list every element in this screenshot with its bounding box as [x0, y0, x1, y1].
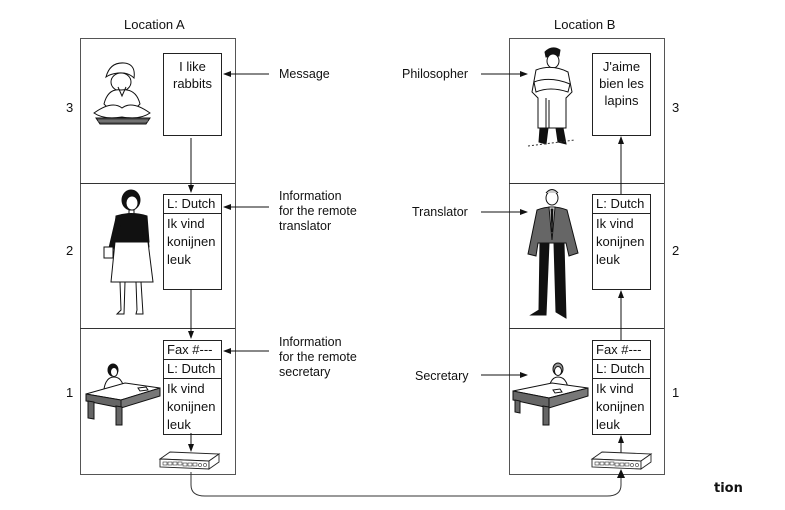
layer-number-a-3: 3	[66, 100, 74, 115]
translator-a-figure	[103, 189, 154, 315]
message-line: Ik vind	[167, 216, 205, 231]
annotation-line: secretary	[279, 365, 331, 379]
message-box-b-2: L: Dutch Ik vind konijnen leuk	[592, 194, 651, 290]
language-header: L: Dutch	[164, 195, 221, 214]
annotation-line: for the remote	[279, 204, 357, 218]
annotation-line: for the remote	[279, 350, 357, 364]
location-b-divider-2-1	[509, 328, 664, 329]
annotation-line: translator	[279, 219, 332, 233]
message-box-a-3: I like rabbits	[163, 53, 222, 136]
location-a-divider-2-1	[80, 328, 235, 329]
message-line: I like	[179, 59, 206, 74]
message-line: Ik vind	[596, 216, 634, 231]
annotation-secretary: Secretary	[415, 369, 469, 383]
philosopher-a-figure	[93, 62, 151, 125]
message-line: konijnen	[167, 399, 216, 414]
location-a-title: Location A	[124, 17, 185, 32]
message-line: Ik vind	[167, 381, 205, 396]
secretary-b-figure	[512, 362, 589, 426]
message-line: konijnen	[167, 234, 216, 249]
annotation-translator: Translator	[412, 205, 468, 219]
message-box-b-3: J'aime bien les lapins	[592, 53, 651, 136]
annotation-info-translator: Information for the remote translator	[279, 189, 357, 234]
transmission-line	[190, 472, 622, 497]
transmission-arrowhead	[617, 469, 625, 478]
language-header: L: Dutch	[164, 360, 221, 379]
message-line: bien les	[599, 76, 644, 91]
message-line: Ik vind	[596, 381, 634, 396]
fax-machine-icon-b	[590, 451, 653, 470]
message-line: J'aime	[602, 59, 641, 74]
annotation-line: Information	[279, 335, 342, 349]
message-line: leuk	[167, 252, 191, 267]
message-line: lapins	[604, 93, 639, 108]
message-line: konijnen	[596, 234, 645, 249]
language-header: L: Dutch	[593, 195, 650, 214]
message-box-b-1: Fax #--- L: Dutch Ik vind konijnen leuk	[592, 340, 651, 435]
message-line: leuk	[596, 417, 620, 432]
translator-b-figure	[527, 189, 579, 319]
annotation-info-secretary: Information for the remote secretary	[279, 335, 357, 380]
fax-header: Fax #---	[164, 341, 221, 360]
message-line: leuk	[167, 417, 191, 432]
fax-machine-icon-a	[158, 451, 221, 470]
philosopher-b-figure	[527, 47, 576, 147]
secretary-a-figure	[85, 363, 161, 426]
fax-header: Fax #---	[593, 341, 650, 360]
layer-number-b-2: 2	[672, 243, 680, 258]
layer-number-b-1: 1	[672, 385, 680, 400]
message-box-a-2: L: Dutch Ik vind konijnen leuk	[163, 194, 222, 290]
message-line: leuk	[596, 252, 620, 267]
layer-number-a-1: 1	[66, 385, 74, 400]
location-b-stack	[509, 38, 665, 475]
location-a-divider-3-2	[80, 183, 235, 184]
footer-fragment: tion	[714, 481, 743, 496]
message-line: konijnen	[596, 399, 645, 414]
location-a-stack	[80, 38, 236, 475]
layer-number-a-2: 2	[66, 243, 74, 258]
language-header: L: Dutch	[593, 360, 650, 379]
annotation-philosopher: Philosopher	[402, 67, 469, 81]
annotation-message: Message	[279, 67, 330, 81]
message-box-a-1: Fax #--- L: Dutch Ik vind konijnen leuk	[163, 340, 222, 435]
message-line: rabbits	[172, 76, 213, 91]
location-b-divider-3-2	[509, 183, 664, 184]
location-b-title: Location B	[554, 17, 616, 32]
annotation-line: Information	[279, 189, 342, 203]
layer-number-b-3: 3	[672, 100, 680, 115]
